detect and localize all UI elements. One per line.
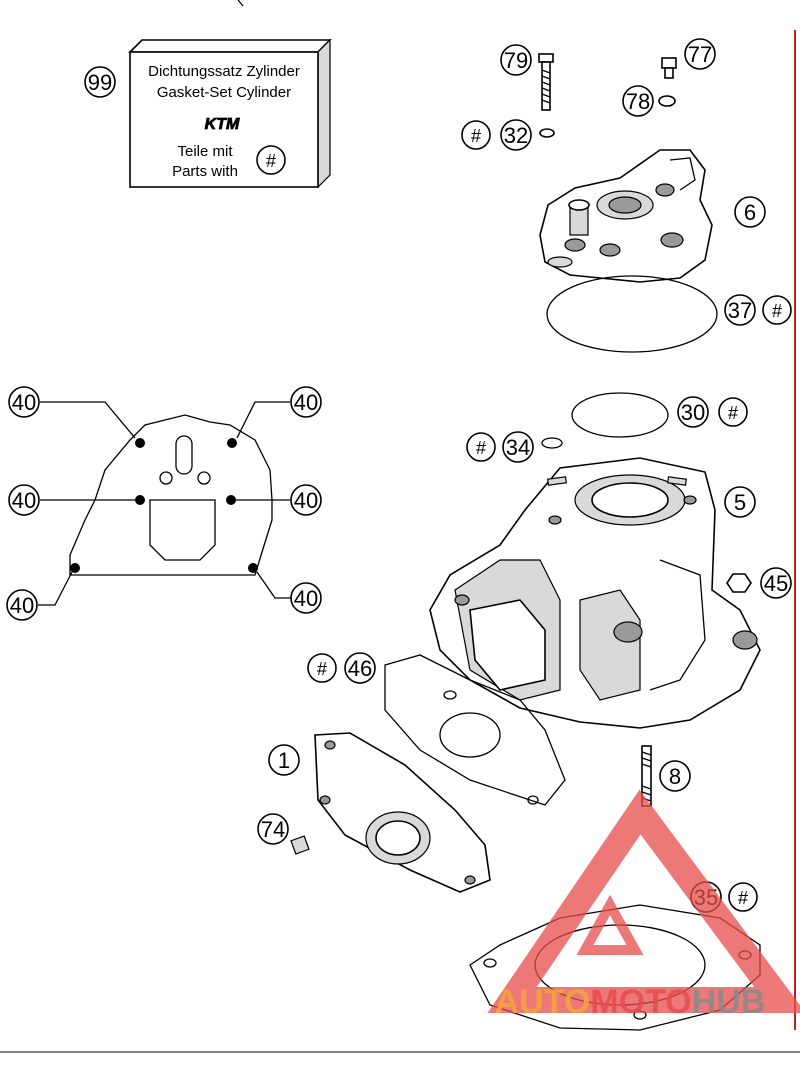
svg-text:40: 40 [12, 390, 36, 415]
svg-text:40: 40 [294, 390, 318, 415]
gasket-46 [384, 654, 566, 806]
callout-hash-30: # [718, 397, 748, 427]
svg-text:5: 5 [734, 490, 746, 515]
callout-99: 99 [84, 66, 116, 98]
callout-40-bottom-left: 40 [6, 589, 38, 621]
svg-text:37: 37 [728, 298, 752, 323]
fastener-points [70, 438, 258, 573]
svg-text:#: # [476, 438, 486, 458]
callout-6: 6 [734, 196, 766, 228]
callout-37: 37 [724, 294, 756, 326]
callout-77: 77 [684, 38, 716, 70]
ktm-logo: KTM [205, 116, 240, 133]
callout-hash-37: # [762, 295, 792, 325]
callout-hash-32: # [461, 120, 491, 150]
svg-text:32: 32 [504, 123, 528, 148]
callout-hash-35: # [728, 882, 758, 912]
svg-text:#: # [738, 888, 748, 908]
kit-line-1: Dichtungssatz Zylinder [148, 63, 300, 80]
callout-40-mid-left: 40 [8, 484, 40, 516]
callout-74: 74 [257, 813, 289, 845]
svg-text:#: # [772, 301, 782, 321]
o-ring-34 [541, 437, 563, 449]
washer-32 [539, 128, 555, 138]
callout-40-bottom-right: 40 [290, 582, 322, 614]
svg-text:77: 77 [688, 42, 712, 67]
cylinder-head-6 [539, 149, 713, 283]
washer-78 [658, 95, 676, 107]
fitting-74 [290, 835, 310, 855]
svg-text:46: 46 [348, 656, 372, 681]
kit-hash-symbol: # [266, 151, 276, 171]
svg-text:#: # [317, 659, 327, 679]
svg-text:40: 40 [294, 488, 318, 513]
ring-30 [571, 392, 669, 438]
svg-text:79: 79 [504, 48, 528, 73]
intake-flange-1 [314, 732, 491, 893]
nut-45 [726, 573, 752, 593]
svg-text:45: 45 [764, 571, 788, 596]
svg-text:#: # [728, 403, 738, 423]
svg-text:8: 8 [669, 764, 681, 789]
callout-46: 46 [344, 652, 376, 684]
flange-gasket-detail [69, 414, 273, 576]
callout-hash-34: # [466, 432, 496, 462]
gasket-kit-box: Dichtungssatz Zylinder Gasket-Set Cylind… [128, 38, 332, 189]
svg-text:99: 99 [88, 70, 112, 95]
watermark-logo [487, 789, 800, 1013]
svg-text:34: 34 [506, 435, 530, 460]
callout-40-top-left: 40 [8, 386, 40, 418]
callout-hash-46: # [307, 653, 337, 683]
kit-line-4: Parts with [172, 163, 238, 180]
svg-text:1: 1 [278, 748, 290, 773]
bolt-79 [538, 53, 554, 111]
svg-text:78: 78 [626, 89, 650, 114]
callout-40-mid-right: 40 [290, 484, 322, 516]
bolt-77 [661, 57, 677, 79]
svg-text:#: # [471, 126, 481, 146]
kit-line-3: Teile mit [177, 143, 233, 160]
svg-text:6: 6 [744, 200, 756, 225]
svg-text:40: 40 [10, 593, 34, 618]
kit-line-2: Gasket-Set Cylinder [157, 84, 291, 101]
callout-5: 5 [724, 486, 756, 518]
svg-text:30: 30 [681, 400, 705, 425]
head-gasket-37 [546, 275, 718, 353]
callout-45: 45 [760, 567, 792, 599]
callout-40-top-right: 40 [290, 386, 322, 418]
callout-78: 78 [622, 85, 654, 117]
svg-text:74: 74 [261, 817, 285, 842]
svg-text:40: 40 [12, 488, 36, 513]
cylinder-5 [429, 457, 761, 729]
callout-1: 1 [268, 744, 300, 776]
leader-lines-40 [38, 401, 292, 606]
callout-34: 34 [502, 431, 534, 463]
title-fragment [237, 0, 244, 7]
callout-30: 30 [677, 396, 709, 428]
watermark-text: AUTOMOTOHUB [495, 983, 766, 1021]
callout-32: 32 [500, 119, 532, 151]
callout-8: 8 [659, 760, 691, 792]
svg-text:40: 40 [294, 586, 318, 611]
callout-79: 79 [500, 44, 532, 76]
